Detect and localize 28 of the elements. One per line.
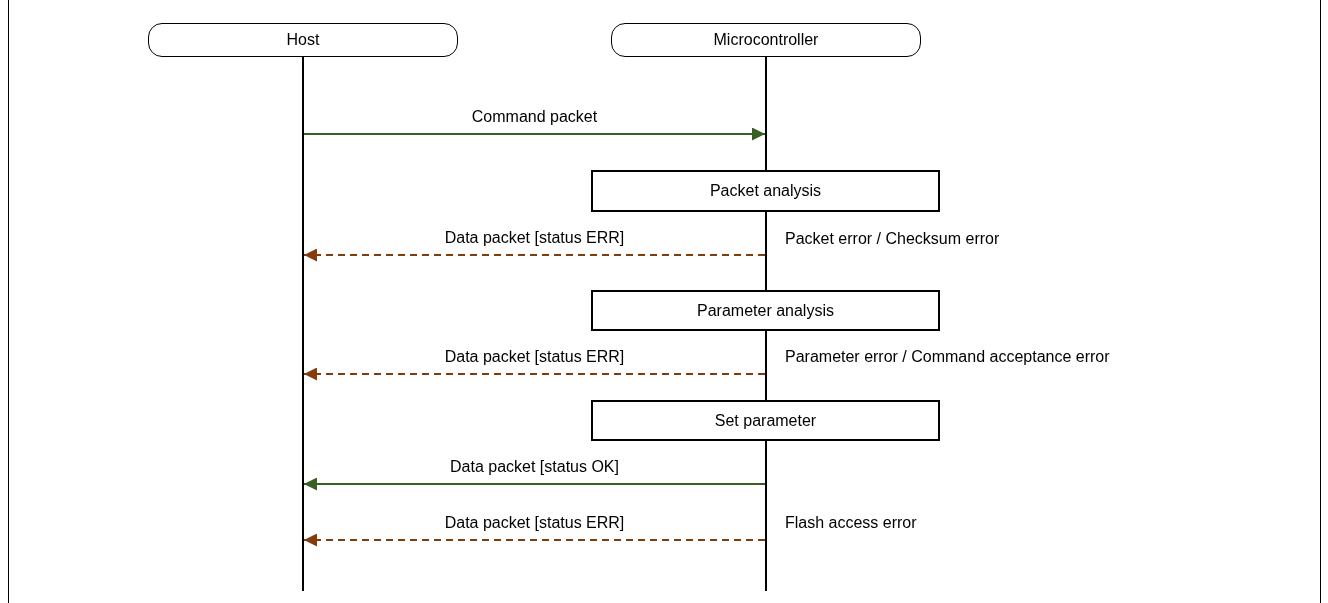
lifeline: [765, 212, 767, 290]
lifeline: [765, 441, 767, 591]
edge-label: Data packet [status OK]: [450, 458, 619, 476]
node-label: Microcontroller: [713, 31, 819, 49]
lifeline: [765, 57, 767, 170]
node-label: Set parameter: [714, 411, 817, 430]
edge-label: Data packet [status ERR]: [444, 229, 625, 247]
condition-note: Flash access error: [785, 514, 917, 532]
message-arrow: [303, 248, 766, 262]
lifeline-header: [611, 23, 921, 57]
message-arrow: [303, 477, 766, 491]
process-box: [591, 170, 940, 212]
condition-note: Parameter error / Command acceptance error: [785, 348, 1110, 366]
edge-label: Data packet [status ERR]: [444, 348, 625, 366]
lifeline-header: [148, 23, 458, 57]
process-box: [591, 400, 940, 441]
edge-label: Command packet: [471, 108, 598, 126]
message-arrow: [303, 127, 766, 141]
node-label: Host: [286, 31, 320, 49]
condition-note: Packet error / Checksum error: [785, 230, 1000, 248]
node-label: Parameter analysis: [697, 301, 834, 320]
edge-label: Data packet [status ERR]: [444, 514, 625, 532]
lifeline: [302, 57, 304, 591]
process-box: [591, 290, 940, 331]
node-label: Packet analysis: [709, 182, 822, 200]
message-arrow: [303, 367, 766, 381]
lifeline: [765, 331, 767, 400]
message-arrow: [303, 533, 766, 547]
